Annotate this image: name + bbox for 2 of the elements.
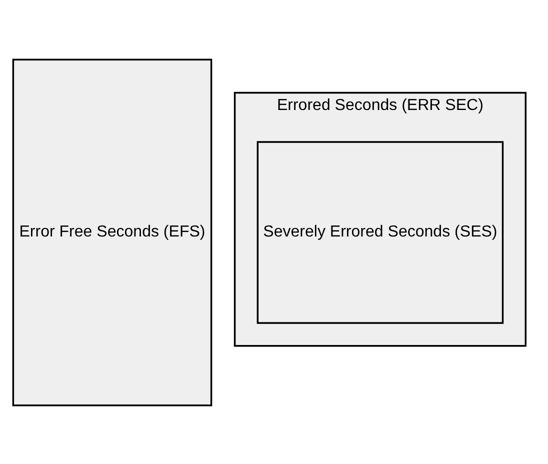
node-box: Error Free Seconds (EFS) xyxy=(12,58,212,406)
node-box: Severely Errored Seconds (SES) xyxy=(256,140,504,324)
